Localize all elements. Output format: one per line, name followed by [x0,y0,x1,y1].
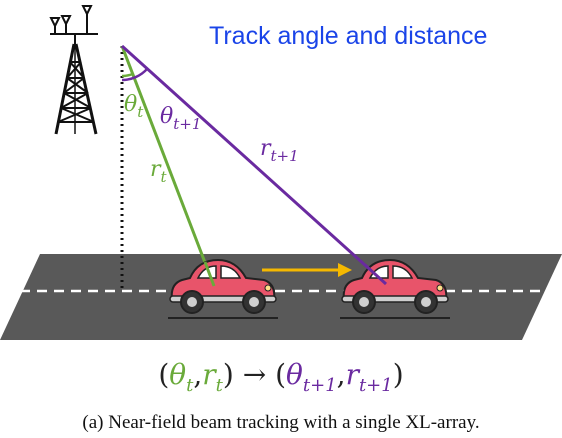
label-theta-t: θt [124,92,144,121]
beam-end-t1 [363,263,388,286]
car-icon [168,258,278,319]
beam-line-t1 [120,44,388,286]
label-r-t1: rt+1 [260,136,299,165]
angle-arc-theta-t1 [121,67,149,82]
beam-end-t [203,261,216,287]
road [0,254,562,340]
tracking-formula: (θt,rt) → (θt+1,rt+1) [158,358,403,396]
antenna-tower-icon [49,5,98,135]
beam-line-t [120,45,216,287]
diagram-title: Track angle and distance [209,22,487,50]
label-theta-t1: θt+1 [160,104,201,133]
label-r-t: rt [150,157,168,186]
figure-caption: (a) Near-field beam tracking with a sing… [82,412,479,433]
angle-arc-theta-t [121,72,134,78]
movement-arrow-icon [262,263,352,277]
